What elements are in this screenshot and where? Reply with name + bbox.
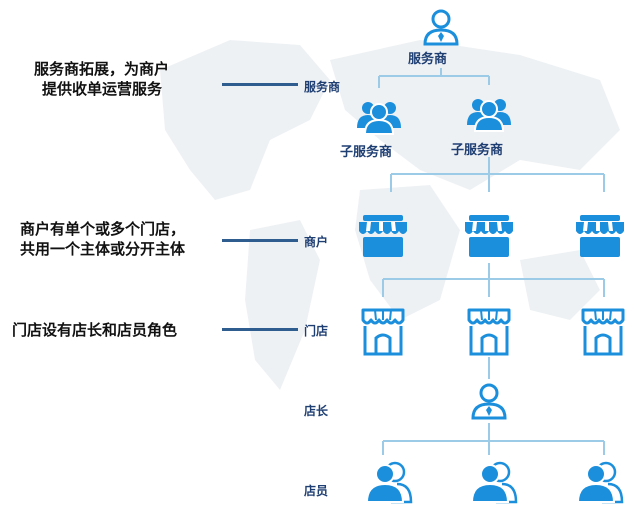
store-icon [467,308,511,356]
level-label-service-provider: 服务商 [304,80,341,94]
level-marker-service-provider [222,83,298,86]
service-provider-icon [423,9,459,46]
store-manager-icon [471,383,507,420]
store-description: 门店设有店长和店员角色 [12,320,177,340]
clerk-icon [470,461,518,504]
store-icon [581,308,625,356]
description-line: 共用一个主体或分开主体 [20,240,186,258]
description-line: 门店设有店长和店员角色 [12,321,178,339]
level-label-store-manager: 店长 [304,404,329,418]
level-marker-merchant [222,239,298,242]
merchant-shop-icon [576,215,624,257]
level-label-store: 门店 [304,324,329,338]
level-label-clerk: 店员 [304,484,329,498]
store-icon [361,308,405,356]
top-node-label: 服务商 [408,52,448,67]
sub-provider-right-label: 子服务商 [451,143,504,158]
merchant-description: 商户有单个或多个门店， 共用一个主体或分开主体 [20,219,185,259]
description-line: 提供收单运营服务 [42,80,163,98]
level-label-merchant: 商户 [304,235,329,249]
merchant-shop-icon [465,215,513,257]
sub-provider-left-label: 子服务商 [340,145,393,160]
clerk-icon [576,461,624,504]
service-provider-description: 服务商拓展，为商户 提供收单运营服务 [34,59,169,99]
description-line: 服务商拓展，为商户 [34,60,170,78]
description-line: 商户有单个或多个门店， [20,220,186,238]
sub-provider-left-icon [356,101,402,135]
level-marker-store [222,328,298,331]
sub-provider-right-icon [466,98,512,132]
clerk-icon [365,461,413,504]
merchant-shop-icon [359,215,407,257]
